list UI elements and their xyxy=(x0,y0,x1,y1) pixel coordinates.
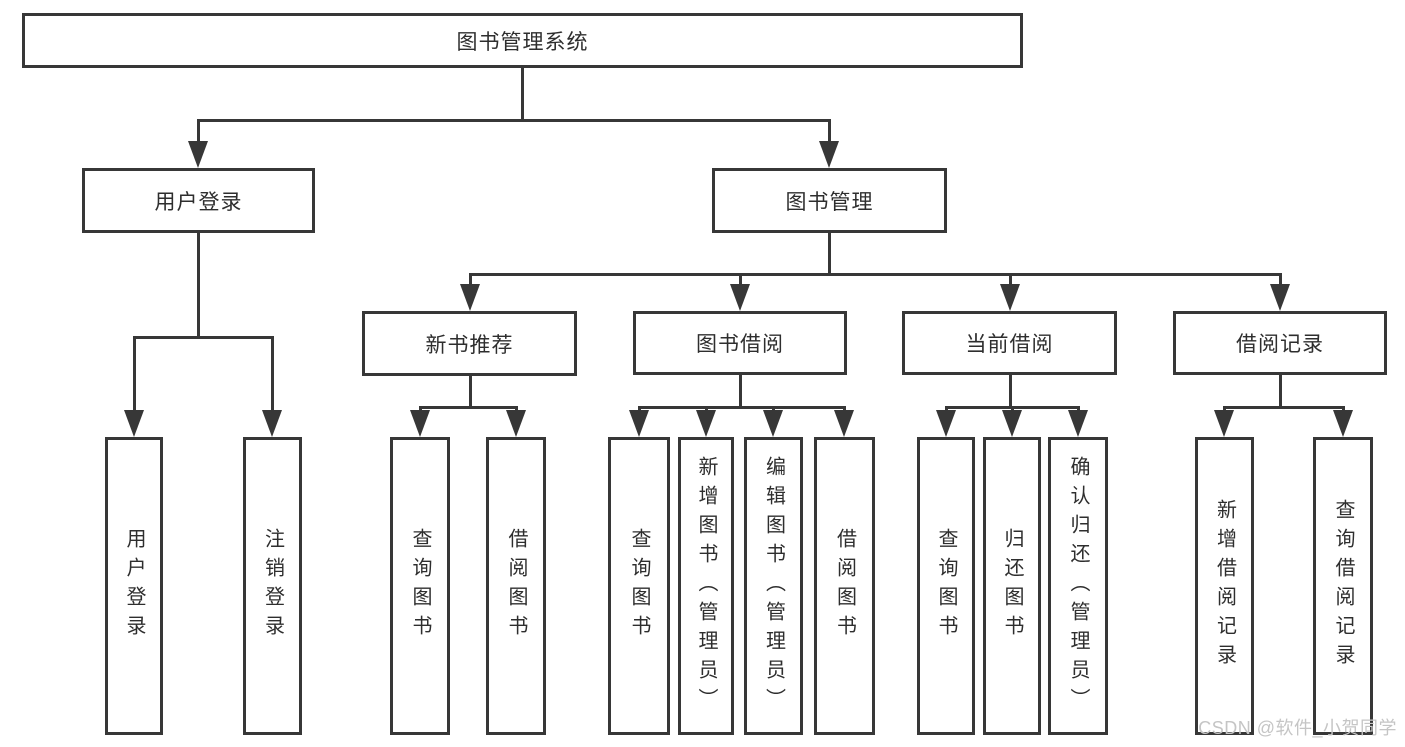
arrow-down-icon xyxy=(262,410,282,437)
connector-stem xyxy=(1278,375,1282,409)
node-leaf-user-login: 用户登录 xyxy=(105,437,163,735)
connector-branch xyxy=(132,336,274,339)
node-book-management: 图书管理 xyxy=(712,168,947,233)
connector-branch xyxy=(1222,406,1345,409)
arrow-down-icon xyxy=(188,141,208,168)
arrow-down-icon xyxy=(1002,410,1022,437)
connector-drop xyxy=(704,406,708,411)
arrow-down-icon xyxy=(124,410,144,437)
connector-drop xyxy=(1008,273,1012,285)
node-system-root: 图书管理系统 xyxy=(22,13,1023,68)
node-leaf-edit-book-admin: 编辑图书（管理员） xyxy=(744,437,803,735)
arrow-down-icon xyxy=(696,410,716,437)
node-leaf-confirm-return-admin: 确认归还（管理员） xyxy=(1048,437,1108,735)
connector-drop xyxy=(771,406,775,411)
connector-drop xyxy=(1076,406,1080,411)
arrow-down-icon xyxy=(629,410,649,437)
connector-drop xyxy=(637,406,641,411)
connector-stem xyxy=(468,376,472,409)
watermark: CSDN @软件_小贺同学 xyxy=(1198,718,1397,738)
arrow-down-icon xyxy=(1000,284,1020,311)
connector-drop xyxy=(842,406,846,411)
connector-branch xyxy=(637,406,846,409)
connector-drop xyxy=(1010,406,1014,411)
node-leaf-return-book: 归还图书 xyxy=(983,437,1041,735)
arrow-down-icon xyxy=(1068,410,1088,437)
connector-drop xyxy=(827,119,831,142)
node-borrowing-records: 借阅记录 xyxy=(1173,311,1387,375)
node-leaf-add-book-admin: 新增图书（管理员） xyxy=(678,437,734,735)
connector-stem xyxy=(196,233,200,339)
connector-drop xyxy=(514,406,518,411)
connector-branch xyxy=(196,119,831,122)
node-leaf-logout: 注销登录 xyxy=(243,437,302,735)
connector-stem xyxy=(1008,375,1012,409)
node-leaf-query-book-borrow: 查询图书 xyxy=(608,437,670,735)
node-leaf-borrow-book: 借阅图书 xyxy=(814,437,875,735)
connector-branch xyxy=(418,406,518,409)
connector-drop xyxy=(944,406,948,411)
arrow-down-icon xyxy=(819,141,839,168)
node-current-borrowing: 当前借阅 xyxy=(902,311,1117,375)
arrow-down-icon xyxy=(1214,410,1234,437)
connector-branch xyxy=(468,273,1282,276)
connector-drop xyxy=(270,336,274,411)
connector-drop xyxy=(1222,406,1226,411)
arrow-down-icon xyxy=(460,284,480,311)
node-leaf-query-book-rec: 查询图书 xyxy=(390,437,450,735)
node-leaf-borrow-book-rec: 借阅图书 xyxy=(486,437,546,735)
arrow-down-icon xyxy=(834,410,854,437)
connector-drop xyxy=(196,119,200,142)
connector-drop xyxy=(132,336,136,411)
connector-drop xyxy=(1278,273,1282,285)
connector-drop xyxy=(418,406,422,411)
arrow-down-icon xyxy=(730,284,750,311)
node-book-borrowing: 图书借阅 xyxy=(633,311,847,375)
node-leaf-query-borrow-record: 查询借阅记录 xyxy=(1313,437,1373,735)
connector-drop xyxy=(738,273,742,285)
connector-drop xyxy=(468,273,472,285)
connector-stem xyxy=(520,68,524,122)
connector-drop xyxy=(1341,406,1345,411)
connector-stem xyxy=(738,375,742,409)
arrow-down-icon xyxy=(1333,410,1353,437)
node-user-login: 用户登录 xyxy=(82,168,315,233)
arrow-down-icon xyxy=(763,410,783,437)
node-new-book-recommend: 新书推荐 xyxy=(362,311,577,376)
connector-stem xyxy=(827,233,831,276)
arrow-down-icon xyxy=(1270,284,1290,311)
arrow-down-icon xyxy=(506,410,526,437)
arrow-down-icon xyxy=(410,410,430,437)
node-leaf-add-borrow-record: 新增借阅记录 xyxy=(1195,437,1254,735)
arrow-down-icon xyxy=(936,410,956,437)
node-leaf-query-book-current: 查询图书 xyxy=(917,437,975,735)
